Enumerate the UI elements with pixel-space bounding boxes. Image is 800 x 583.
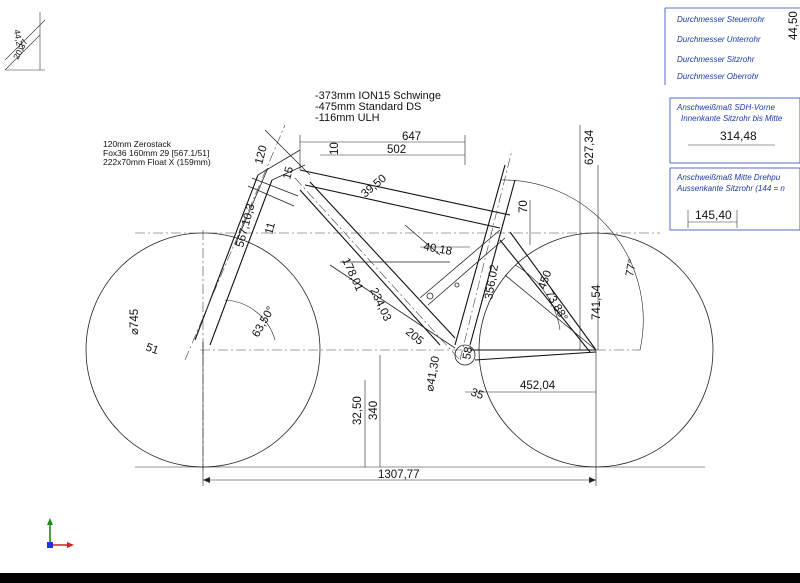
box2-title-2: Aussenkante Sitzrohr (144 = n bbox=[676, 184, 785, 193]
dim-shock-length: 356,02 bbox=[483, 264, 501, 301]
box1-title-1: Anschweißmaß SDH-Vorne bbox=[676, 103, 776, 112]
dim-head-small: 11 bbox=[263, 221, 278, 236]
corner-label-b: 20,37 bbox=[11, 37, 30, 61]
dim-top-angle: 39,50 bbox=[359, 173, 389, 201]
dim-top-gap: 10 bbox=[329, 142, 341, 155]
spec-notes: 120mm Zerostack Fox36 160mm 29 [567.1/51… bbox=[103, 139, 211, 167]
spec-note-1: 120mm Zerostack bbox=[103, 139, 172, 149]
corner-label-a: 44,27 bbox=[12, 29, 26, 52]
box2-value: 145,40 bbox=[695, 208, 732, 222]
dim-head-offset: 15 bbox=[281, 165, 296, 180]
dim-shock-angle: 73,88° bbox=[542, 289, 569, 324]
dim-top-length: 647 bbox=[402, 131, 421, 143]
panel-label-2: Durchmesser Unterrohr bbox=[677, 35, 761, 44]
dimension-lines bbox=[224, 125, 644, 467]
bottom-bar bbox=[0, 573, 800, 583]
main-frame bbox=[294, 149, 597, 366]
dim-chainstay: 452,04 bbox=[520, 380, 556, 392]
weld-box-pivot bbox=[669, 167, 800, 231]
panel-top-value: 44,50 bbox=[788, 11, 800, 40]
box1-title-2: Innenkante Sitzrohr bis Mitte bbox=[681, 114, 783, 123]
panel-label-4: Durchmesser Oberrohr bbox=[677, 72, 759, 81]
dim-seat-offset: 70 bbox=[518, 200, 530, 213]
shock-note-2: -475mm Standard DS bbox=[315, 101, 421, 113]
dim-fork-offset: 51 bbox=[144, 342, 160, 358]
spec-note-2: Fox36 160mm 29 [567.1/51] bbox=[103, 148, 209, 158]
box2-title-1: Anschweißmaß Mitte Drehpu bbox=[676, 173, 781, 182]
shock-note-1: -373mm ION15 Schwinge bbox=[315, 90, 441, 102]
fork bbox=[184, 124, 311, 361]
dim-bb-drop: 32,50 bbox=[352, 396, 364, 425]
annotation-panel: Durchmesser Steuerrohr Durchmesser Unter… bbox=[664, 7, 800, 231]
dim-bb-height: 340 bbox=[368, 401, 380, 420]
shock-notes: -373mm ION15 Schwinge -475mm Standard DS… bbox=[315, 90, 441, 124]
shock-note-3: -116mm ULH bbox=[315, 112, 380, 124]
dim-fork-length: 567,10,3 bbox=[234, 202, 257, 248]
dim-wheelbase: 1307,77 bbox=[378, 469, 420, 481]
dim-rear-height: 741,54 bbox=[591, 284, 603, 320]
dim-bb-small: 58 bbox=[461, 346, 475, 361]
dim-wheel-diameter: ⌀745 bbox=[129, 309, 141, 335]
dim-seat-angle: 77° bbox=[624, 258, 639, 277]
dim-seat-tube: 40,18 bbox=[422, 241, 452, 258]
dim-bb-diameter: ⌀41,30 bbox=[424, 355, 442, 392]
box1-value: 314,48 bbox=[720, 129, 757, 143]
coordinate-axes-icon bbox=[47, 518, 74, 548]
corner-detail: 44,27 20,37 bbox=[4, 12, 46, 71]
weld-box-front bbox=[669, 97, 800, 164]
panel-label-1: Durchmesser Steuerrohr bbox=[677, 15, 765, 24]
dim-bb: 205 bbox=[403, 326, 425, 348]
dim-bb-offset: 35 bbox=[469, 387, 485, 403]
dim-top-tube: 502 bbox=[387, 144, 406, 156]
dimension-labels: 647 502 10 627,34 120 15 567,10,3 11 63,… bbox=[129, 129, 639, 481]
panel-label-3: Durchmesser Sitzrohr bbox=[677, 55, 755, 64]
dim-stack: 627,34 bbox=[584, 129, 596, 165]
spec-note-3: 222x70mm Float X (159mm) bbox=[103, 157, 211, 167]
dim-head-tube: 120 bbox=[253, 144, 270, 166]
